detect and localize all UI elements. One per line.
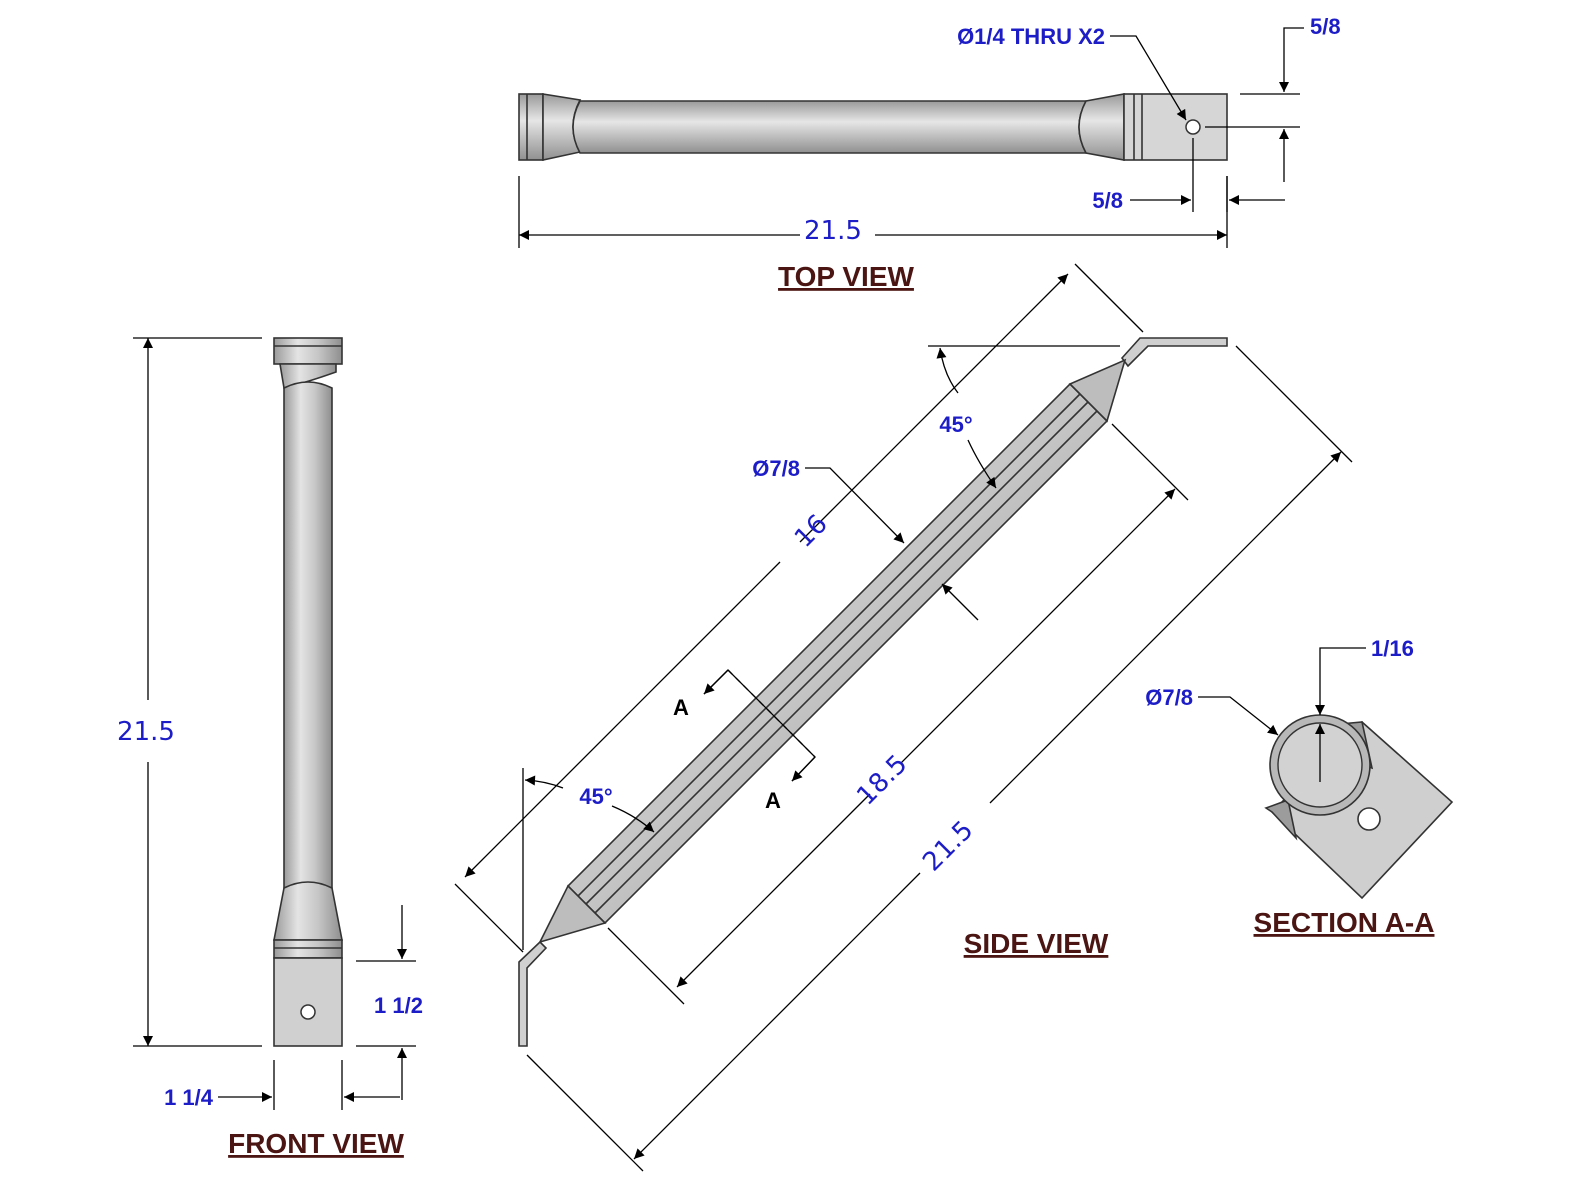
top-right-flare: [1078, 93, 1125, 161]
front-length-dim: 21.5: [117, 717, 175, 747]
side-angle-top: 45°: [939, 412, 972, 437]
section-hole: [1357, 807, 1381, 831]
side-angle-bottom: 45°: [579, 784, 612, 809]
front-hole: [300, 1004, 316, 1020]
front-view: 21.5 1 1/2 1 1/4 FRONT VIEW: [117, 337, 423, 1159]
top-offset-x-dim: 5/8: [1092, 188, 1123, 213]
top-view-title: TOP VIEW: [778, 261, 914, 292]
top-length-dim: 21.5: [804, 216, 862, 246]
section-dia-dim: Ø7/8: [1145, 685, 1193, 710]
front-tube: [283, 381, 333, 895]
top-view: 21.5 Ø1/4 THRU X2 5/8 5/8 TOP VIEW: [518, 14, 1341, 292]
top-offset-y-dim: 5/8: [1310, 14, 1341, 39]
side-21-5-dim: 21.5: [917, 815, 979, 877]
front-tab-dim: 1 1/2: [374, 993, 423, 1018]
top-hole-note: Ø1/4 THRU X2: [957, 24, 1105, 49]
top-left-tab: [518, 93, 544, 161]
section-view: 1/16 Ø7/8 SECTION A-A: [1145, 636, 1454, 938]
front-view-title: FRONT VIEW: [228, 1128, 404, 1159]
front-width-dim: 1 1/4: [164, 1085, 214, 1110]
section-mark-a2: A: [765, 788, 781, 813]
top-tube: [572, 100, 1088, 154]
section-wall-dim: 1/16: [1371, 636, 1414, 661]
side-view-title: SIDE VIEW: [964, 928, 1109, 959]
side-18-5-dim: 18.5: [851, 749, 913, 811]
side-tube-dia: Ø7/8: [752, 456, 800, 481]
section-mark-a1: A: [673, 695, 689, 720]
top-hole: [1185, 119, 1201, 135]
side-view: 16 18.5 21.5 Ø7/8 45° 45° A A S: [454, 263, 1353, 1172]
front-tab: [273, 957, 343, 1047]
section-view-title: SECTION A-A: [1254, 907, 1435, 938]
